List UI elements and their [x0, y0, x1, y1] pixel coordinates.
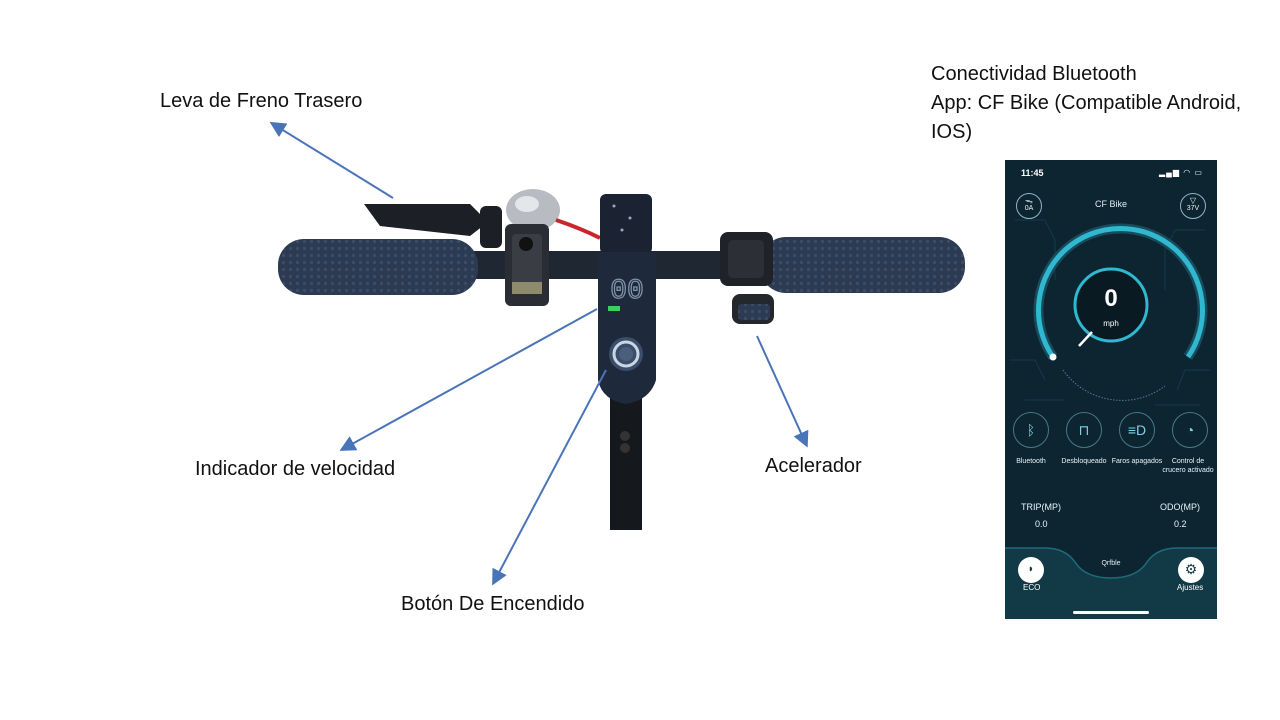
display-top — [600, 194, 652, 254]
rear-brake-label: Leva de Freno Trasero — [160, 90, 363, 112]
power-button-label: Botón De Encendido — [401, 593, 585, 615]
bluetooth-toggle[interactable]: ᛒ — [1013, 412, 1049, 448]
eco-mode-label: ECO — [1023, 583, 1041, 592]
home-indicator[interactable] — [1073, 611, 1149, 614]
gear-icon: ⚙ — [1184, 561, 1198, 577]
current-icon: ᯓ — [1025, 196, 1033, 205]
headlight-icon: ≡D — [1127, 422, 1147, 438]
power-button-arrow — [492, 369, 607, 586]
app-title: CF Bike — [1094, 199, 1127, 209]
mode-center-text: Qrfble — [1101, 560, 1121, 567]
headlight-toggle[interactable]: ≡D — [1119, 412, 1155, 448]
cruise-control-toggle[interactable]: ◔ — [1172, 412, 1208, 448]
gauge-arc — [1036, 225, 1205, 359]
brake-lever — [364, 204, 488, 236]
device-speed-digits: 00 — [610, 276, 644, 307]
cruise-control-icon: ◔ — [1185, 422, 1195, 438]
throttle-arrow — [756, 335, 809, 448]
odo-label: ODO(MP) — [1160, 502, 1200, 512]
lock-toggle[interactable]: ⊓ — [1066, 412, 1102, 448]
trip-value: 0.0 — [1035, 519, 1048, 529]
settings-button[interactable]: ⚙ — [1178, 557, 1204, 583]
current-value: 0A — [1024, 205, 1034, 212]
rear-brake-arrow — [269, 121, 394, 199]
speed-needle — [1078, 331, 1093, 347]
app-speed-value: 0 — [1104, 285, 1118, 312]
bluetooth-icon: ᛒ — [1026, 422, 1036, 438]
connectivity-line-3: IOS) — [931, 121, 973, 143]
battery-scale — [1062, 369, 1166, 401]
trip-label: TRIP(MP) — [1021, 502, 1061, 512]
connectivity-description: Conectividad Bluetooth App: CF Bike (Com… — [931, 60, 1241, 147]
feature-label-cruise: Control de crucero activado — [1162, 458, 1214, 474]
left-grip — [278, 239, 478, 295]
right-grip — [760, 237, 965, 293]
app-background — [1005, 219, 1217, 619]
unlock-icon: ⊓ — [1078, 422, 1090, 438]
app-screenshot: 11:45 ▂▄▆ ◠ ▭ CF Bike ᯓ 0A ▽ 37V 0 mph ᛒ… — [1005, 160, 1217, 619]
display-panel — [598, 252, 656, 404]
status-time: 11:45 — [1021, 168, 1044, 178]
device-speed-bars — [608, 306, 620, 311]
odo-value: 0.2 — [1174, 519, 1187, 529]
brake-lever-clamp — [480, 206, 502, 248]
voltage-button[interactable]: ▽ 37V — [1180, 193, 1206, 219]
throttle-label: Acelerador — [765, 455, 862, 477]
speed-dial — [1073, 267, 1149, 343]
battery-icon: ▽ — [1189, 196, 1197, 205]
app-speed-unit: mph — [1103, 319, 1119, 328]
status-icons: ▂▄▆ ◠ ▭ — [1159, 168, 1203, 177]
connectivity-line-1: Conectividad Bluetooth — [931, 63, 1137, 85]
voltage-value: 37V — [1186, 205, 1200, 212]
connectivity-line-2: App: CF Bike (Compatible Android, — [931, 92, 1242, 114]
feature-label-bluetooth: Bluetooth — [1016, 458, 1046, 465]
feature-label-lock: Desbloqueado — [1061, 458, 1107, 465]
eco-mode-button[interactable]: ◗ — [1018, 557, 1044, 583]
turtle-icon: ◗ — [1027, 563, 1035, 575]
feature-label-headlight: Faros apagados — [1111, 458, 1163, 465]
settings-label: Ajustes — [1177, 583, 1204, 592]
current-button[interactable]: ᯓ 0A — [1016, 193, 1042, 219]
bottom-bar — [1005, 548, 1217, 619]
speed-indicator-arrow — [339, 308, 598, 451]
speed-indicator-label: Indicador de velocidad — [195, 458, 396, 480]
